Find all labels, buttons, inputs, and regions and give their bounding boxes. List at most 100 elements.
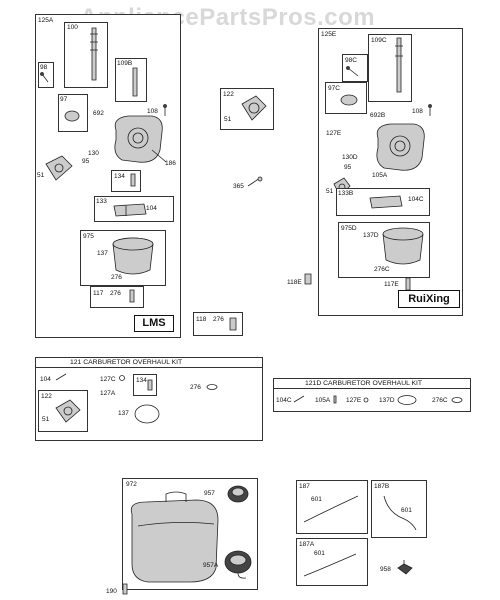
part-label-51: 51	[37, 172, 45, 179]
kit-121d-screw	[333, 395, 337, 404]
fuel-line-187b-drawing	[383, 495, 417, 531]
fuel-line-label-187b: 187B	[374, 483, 390, 490]
part-label-109b: 109B	[117, 60, 133, 67]
screw-190-drawing	[122, 583, 128, 595]
spacer-122-drawing	[241, 95, 267, 121]
part-box-100	[64, 22, 108, 88]
kit-121d-bowl-gasket	[397, 395, 417, 405]
loose-label-365: 365	[233, 183, 244, 190]
fuel-tank-label-957a: 957A	[203, 562, 219, 569]
fuel-line-187a-frame	[296, 538, 368, 586]
part-label-117: 117	[93, 290, 104, 297]
assembly-lms-code: 125A	[38, 17, 54, 24]
carburetor-body-lms-drawing	[114, 115, 167, 163]
fuel-tank-label-972: 972	[126, 481, 137, 488]
kit-121-title: 121 CARBURETOR OVERHAUL KIT	[70, 359, 183, 366]
part-label-137: 137	[97, 250, 108, 257]
fuel-line-label-187: 187	[299, 483, 310, 490]
loose-label-51: 51	[224, 116, 232, 123]
kit-121d-oring-127e	[363, 397, 369, 403]
kit-121-label-122: 122	[41, 393, 52, 400]
kit-121-label-134: 134	[136, 377, 147, 384]
kit-121-box-134	[133, 374, 157, 396]
fuel-cap-957-drawing	[227, 485, 249, 503]
kit-121-label-51: 51	[42, 416, 50, 423]
ruixing-label-51: 51	[326, 188, 334, 195]
fuel-line-187-drawing	[303, 495, 359, 523]
loose-label-118: 118	[196, 316, 207, 323]
ruixing-label-109c: 109C	[371, 37, 387, 44]
kit-121-label-104: 104	[40, 376, 51, 383]
nozzle-118-drawing	[229, 317, 237, 331]
ruixing-label-117e: 117E	[384, 281, 399, 288]
screw-98-drawing	[40, 72, 49, 83]
kit-121d-label-127e: 127E	[346, 397, 362, 404]
part-box-98	[38, 62, 54, 88]
part-label-95: 95	[82, 158, 90, 165]
part-label-975: 975	[83, 233, 94, 240]
ruixing-label-97c: 97C	[328, 85, 340, 92]
kit-121-gasket-drawing	[55, 399, 81, 423]
ruixing-label-975d: 975D	[341, 225, 357, 232]
part-label-186: 186	[165, 160, 176, 167]
part-label-100: 100	[67, 24, 78, 31]
kit-121d-label-276c: 276C	[432, 397, 448, 404]
ruixing-label-130d: 130D	[342, 154, 358, 161]
ruixing-label-133b: 133B	[338, 190, 354, 197]
float-ruixing-drawing	[369, 195, 403, 209]
part-label-108: 108	[147, 108, 158, 115]
kit-121-oring-276	[206, 384, 218, 390]
ruixing-label-104c: 104C	[408, 196, 424, 203]
kit-121-oring-127c	[119, 375, 125, 381]
fuel-line-label-958: 958	[380, 566, 391, 573]
throttle-shaft-ruixing-drawing	[395, 37, 403, 93]
fuel-valve-drawing	[130, 173, 136, 187]
part-label-104: 104	[146, 205, 157, 212]
fuel-tank-drawing	[130, 491, 219, 583]
fuel-line-187b-frame	[371, 480, 427, 538]
part-label-130: 130	[88, 150, 99, 157]
ruixing-label-108: 108	[412, 108, 423, 115]
ruixing-label-95: 95	[344, 164, 352, 171]
assembly-ruixing-code: 125E	[321, 31, 337, 38]
part-box-109c	[368, 34, 412, 102]
float-drawing	[113, 203, 147, 217]
gasket-51-lms-drawing	[45, 155, 73, 181]
ruixing-label-137d: 137D	[363, 232, 379, 239]
fuel-tank-label-957: 957	[204, 490, 215, 497]
kit-121-valve-drawing	[147, 379, 153, 391]
loose-label-118e: 118E	[287, 279, 302, 286]
part-label-98: 98	[40, 64, 48, 71]
part-label-134: 134	[114, 173, 125, 180]
kit-121d-title-rule	[273, 388, 470, 389]
part-label-97: 97	[60, 96, 68, 103]
part-box-109b	[115, 58, 147, 102]
fuel-line-label-601-a: 601	[311, 496, 322, 503]
kit-121d-oring-276c	[451, 397, 463, 403]
kit-121-label-276: 276	[190, 384, 201, 391]
throttle-plate-ruixing-drawing	[340, 94, 358, 106]
float-bowl-drawing	[112, 237, 154, 275]
part-label-276-b: 276	[110, 290, 121, 297]
throttle-shaft-drawing	[132, 67, 138, 97]
kit-121d-label-105a: 105A	[315, 397, 331, 404]
fuel-line-187a-drawing	[303, 553, 357, 577]
nozzle-118e-drawing	[304, 273, 312, 285]
fuel-shutoff-958-drawing	[397, 560, 413, 575]
carburetor-body-ruixing-drawing	[376, 123, 425, 171]
part-box-122	[220, 88, 274, 130]
kit-121-spring-drawing	[55, 373, 67, 381]
kit-121-title-rule	[35, 367, 262, 368]
fuel-line-label-601-c: 601	[314, 550, 325, 557]
fuel-tank-label-190: 190	[106, 588, 117, 595]
ruixing-label-105a: 105A	[372, 172, 388, 179]
kit-121-bowl-gasket	[134, 404, 160, 424]
kit-121d-spring	[293, 395, 305, 403]
fuel-line-187-frame	[296, 480, 368, 534]
screw-108-ruixing-drawing	[428, 104, 432, 116]
kit-121d-frame	[273, 378, 471, 412]
fuel-line-label-187a: 187A	[299, 541, 315, 548]
assembly-lms-badge: LMS	[134, 315, 174, 332]
fuel-line-label-601-b: 601	[401, 507, 412, 514]
screw-108-drawing	[163, 104, 167, 116]
